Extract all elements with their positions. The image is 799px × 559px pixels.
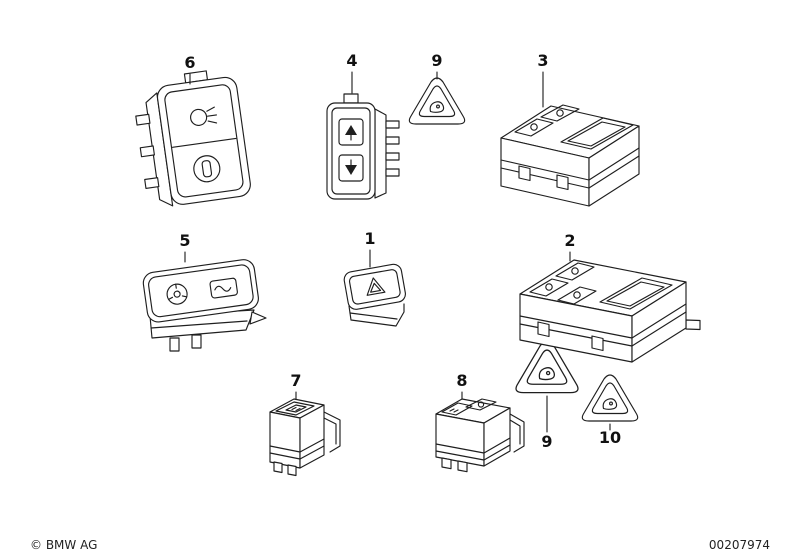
warning-triangle-symbol (408, 77, 466, 125)
callout-9-bottom-label[interactable]: 9 (541, 432, 552, 451)
callout-4[interactable]: 4 (346, 51, 358, 94)
blank-window-opening (599, 277, 673, 310)
part-6-drawing (135, 70, 251, 207)
callout-1[interactable]: 1 (364, 229, 376, 268)
callout-1-label[interactable]: 1 (364, 229, 375, 248)
callout-8[interactable]: 8 (456, 371, 468, 400)
callout-10-label[interactable]: 10 (599, 428, 621, 447)
window-symbol-icon (275, 401, 315, 416)
part-3-drawing (500, 104, 640, 207)
callout-2-label[interactable]: 2 (564, 231, 575, 250)
document-number: 00207974 (709, 538, 770, 552)
part-1-drawing (343, 263, 406, 327)
callout-2[interactable]: 2 (564, 231, 576, 262)
button-recess-icon (529, 278, 569, 297)
button-symbol-icon (465, 398, 497, 411)
callout-5[interactable]: 5 (179, 231, 191, 263)
part-4-drawing (326, 93, 400, 200)
button-recess-icon (514, 118, 554, 137)
callout-5-label[interactable]: 5 (179, 231, 190, 250)
callout-8-label[interactable]: 8 (456, 371, 467, 390)
light-symbol-icon (190, 106, 218, 126)
knob-symbol-icon (193, 155, 221, 183)
callout-3-label[interactable]: 3 (537, 51, 548, 70)
callout-6-label[interactable]: 6 (184, 53, 195, 72)
callout-7[interactable]: 7 (290, 371, 302, 400)
blank-window-opening (560, 117, 634, 150)
button-recess-icon (555, 262, 595, 281)
arrow-down-icon (338, 154, 364, 182)
switch-symbol-icon (209, 277, 238, 299)
part-2-drawing (519, 259, 701, 363)
arrow-up-icon (338, 118, 364, 146)
button-recess-icon (540, 104, 580, 122)
callout-9-top-label[interactable]: 9 (431, 51, 442, 70)
part-7-drawing (269, 398, 341, 477)
warning-triangle-symbol (581, 374, 639, 422)
callout-3[interactable]: 3 (537, 51, 549, 108)
part-5-drawing (142, 259, 267, 352)
callout-6[interactable]: 6 (184, 53, 196, 85)
callout-7-label[interactable]: 7 (290, 371, 301, 390)
callout-10[interactable]: 10 (599, 423, 621, 447)
callout-9-bottom[interactable]: 9 (541, 395, 553, 451)
part-8-drawing (435, 398, 525, 473)
callout-9-top[interactable]: 9 (431, 51, 443, 80)
button-recess-icon (557, 286, 597, 305)
knob-symbol-icon (166, 283, 188, 305)
window-symbol-icon (441, 402, 473, 416)
hazard-triangle-icon (366, 277, 386, 296)
callout-4-label[interactable]: 4 (346, 51, 357, 70)
copyright-text: © BMW AG (30, 538, 97, 552)
